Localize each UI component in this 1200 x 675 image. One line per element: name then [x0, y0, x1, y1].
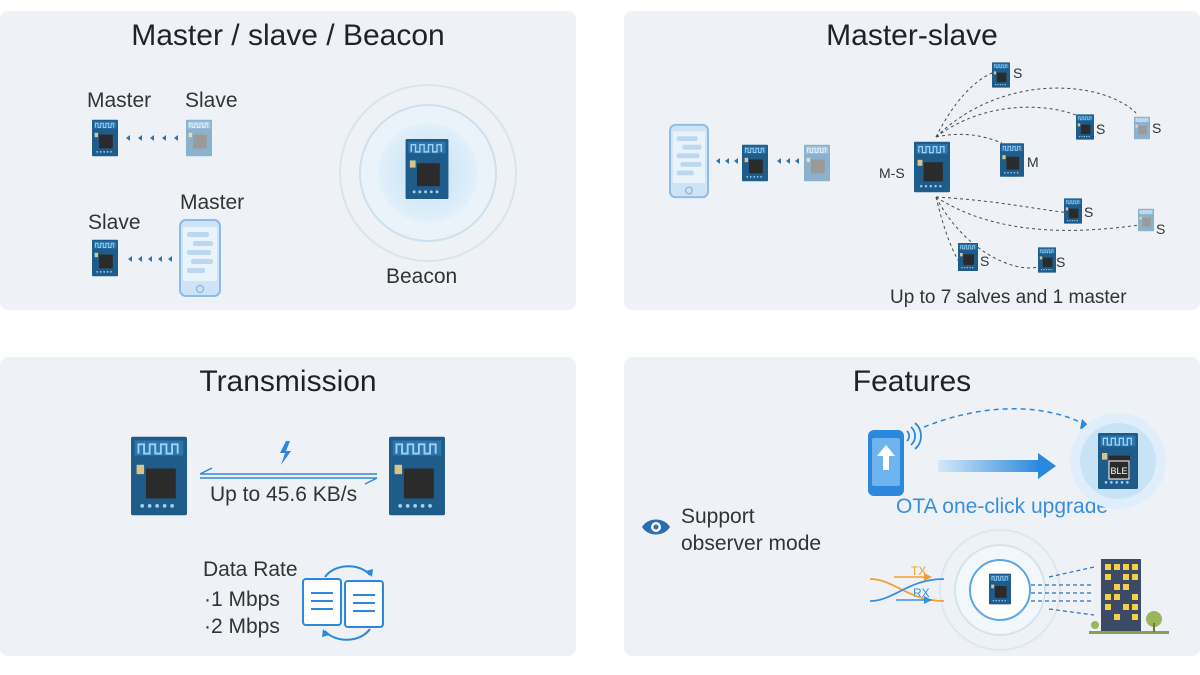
observer-line: Support — [681, 505, 755, 528]
lightning-icon — [280, 441, 291, 465]
document-icon — [344, 580, 384, 628]
slave-label: Slave — [185, 89, 238, 112]
mode-diagram — [92, 84, 517, 297]
master-module-icon — [1000, 142, 1024, 178]
panel-master-slave-beacon: Master / slave / Beacon Master Slave Sla… — [0, 11, 576, 310]
upload-phone-icon — [868, 430, 904, 496]
dotted-arrow — [126, 135, 178, 141]
beacon-module-icon — [405, 139, 449, 199]
upload-icon — [877, 445, 895, 470]
eye-icon — [642, 519, 670, 535]
master-label: Master — [87, 89, 152, 112]
panel-title: Master-slave — [826, 19, 998, 52]
transmission-diagram — [131, 435, 445, 641]
s-label: S — [1056, 254, 1066, 270]
s-label: S — [1096, 121, 1106, 137]
panel-transmission: Transmission Up to 45.6 KB/s Data Rate ·… — [0, 357, 576, 656]
upgrade-arrow — [938, 460, 1040, 472]
observer-label: Support observer mode — [681, 503, 821, 557]
panel-title: Features — [852, 365, 972, 398]
slave-module-icon — [1038, 247, 1056, 273]
data-rate-title: Data Rate — [203, 558, 298, 581]
slave-module-icon — [1138, 208, 1154, 232]
ms-label: M-S — [879, 165, 905, 181]
module-icon — [989, 573, 1011, 605]
bidirectional-arrow — [199, 467, 378, 485]
tx-line — [869, 578, 945, 602]
wifi-icon — [906, 422, 922, 450]
module-icon — [804, 144, 830, 182]
m-label: M — [1027, 154, 1039, 170]
module-icon — [742, 144, 768, 182]
speed-label: Up to 45.6 KB/s — [210, 483, 358, 506]
rx-line — [869, 578, 945, 602]
slave-module-icon — [1134, 116, 1150, 140]
slave-module-icon — [1064, 198, 1082, 224]
caption: Up to 7 salves and 1 master — [890, 287, 1127, 308]
s-label: S — [980, 253, 990, 269]
phone-icon — [179, 219, 221, 297]
master-label: Master — [180, 191, 245, 214]
panel-features: Features Support observer mode OTA one-c… — [624, 357, 1200, 656]
svg-text:BLE: BLE — [1110, 466, 1127, 476]
rate-list: ·1 Mbps ·2 Mbps — [204, 586, 280, 640]
s-label: S — [1152, 120, 1162, 136]
dashed-arrow — [923, 408, 1087, 428]
module-icon — [389, 435, 445, 517]
slave-label: Slave — [88, 211, 141, 234]
ms-module-icon — [914, 141, 950, 193]
panel-title: Master / slave / Beacon — [131, 19, 445, 52]
rate-item: ·2 Mbps — [204, 615, 280, 638]
tx-label: TX — [911, 564, 927, 578]
building-icon — [1089, 559, 1169, 634]
features-diagram: BLE — [642, 408, 1169, 651]
slave-module-icon — [992, 62, 1010, 88]
panel-master-slave: Master-slave M-S M S S S S S S S Up to 7… — [624, 11, 1200, 310]
observer-line: observer mode — [681, 532, 822, 555]
document-icon — [302, 578, 342, 626]
phone-icon — [669, 123, 709, 199]
panel-title: Transmission — [199, 365, 377, 398]
ota-label: OTA one-click upgrade — [896, 495, 1109, 518]
s-label: S — [1156, 221, 1166, 237]
dashed-links — [935, 72, 1141, 269]
module-icon — [186, 119, 212, 157]
beacon-label: Beacon — [386, 265, 458, 288]
master-slave-diagram — [669, 62, 1154, 273]
module-icon — [131, 435, 187, 517]
slave-module-icon — [958, 242, 978, 272]
dotted-arrow — [128, 256, 172, 262]
slave-module-icon — [1076, 114, 1094, 140]
module-icon — [92, 119, 118, 157]
rate-item: ·1 Mbps — [204, 588, 280, 611]
s-label: S — [1084, 204, 1094, 220]
module-icon — [92, 239, 118, 277]
s-label: S — [1013, 65, 1023, 81]
